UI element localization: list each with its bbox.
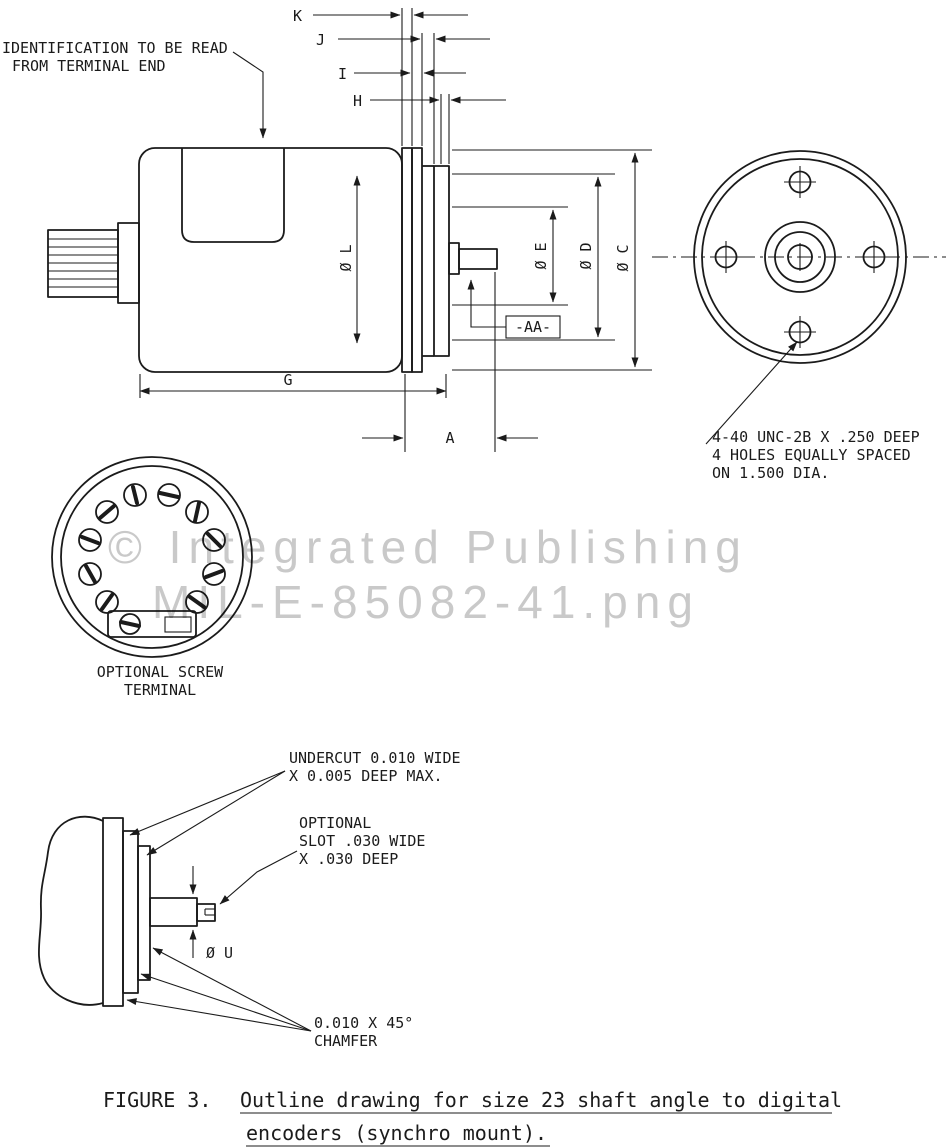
length-dimensions: G A bbox=[139, 272, 538, 452]
watermark-line2: MIL-E-85082-41.png bbox=[152, 576, 700, 628]
note-slot-line2: SLOT .030 WIDE bbox=[299, 832, 425, 850]
connector-view: OPTIONAL SCREW TERMINAL bbox=[51, 456, 253, 699]
front-view: 4-40 UNC-2B X .250 DEEP 4 HOLES EQUALLY … bbox=[652, 150, 946, 482]
datum-aa-label: -AA- bbox=[515, 318, 551, 336]
nameplate-area bbox=[181, 148, 285, 243]
caption-title-line1: Outline drawing for size 23 shaft angle … bbox=[240, 1088, 842, 1112]
note-undercut-line1: UNDERCUT 0.010 WIDE bbox=[289, 749, 461, 767]
note-undercut-line2: X 0.005 DEEP MAX. bbox=[289, 767, 443, 785]
shaft-detail-view: UNDERCUT 0.010 WIDE X 0.005 DEEP MAX. OP… bbox=[38, 749, 461, 1050]
dim-label-dia-c: Ø C bbox=[614, 244, 632, 271]
side-view bbox=[47, 147, 652, 373]
detail-shaft bbox=[149, 897, 216, 927]
encoder-body bbox=[138, 147, 403, 373]
front-shaft bbox=[448, 242, 498, 275]
label-screw-terminal-line1: OPTIONAL SCREW bbox=[97, 663, 224, 681]
dim-label-dia-e: Ø E bbox=[532, 242, 550, 269]
slot-note: OPTIONAL SLOT .030 WIDE X .030 DEEP bbox=[219, 814, 425, 905]
note-chamfer-line1: 0.010 X 45° bbox=[314, 1014, 413, 1032]
mounting-holes bbox=[710, 166, 890, 348]
note-holes-line3: ON 1.500 DIA. bbox=[712, 464, 829, 482]
undercut-note: UNDERCUT 0.010 WIDE X 0.005 DEEP MAX. bbox=[129, 749, 461, 856]
diameter-dimensions: Ø L Ø E Ø D Ø C -AA- bbox=[337, 152, 639, 368]
dim-label-h: H bbox=[353, 92, 362, 110]
note-slot-line1: OPTIONAL bbox=[299, 814, 371, 832]
datum-aa-box bbox=[505, 315, 561, 339]
dim-label-g: G bbox=[283, 371, 292, 389]
rear-shaft bbox=[47, 222, 140, 304]
note-chamfer-line2: CHAMFER bbox=[314, 1032, 378, 1050]
dim-label-dia-d: Ø D bbox=[577, 242, 595, 269]
shaft-diameter-dimension: Ø U bbox=[189, 866, 233, 962]
diameter-extension-lines bbox=[452, 149, 652, 371]
watermark: © Integrated Publishing MIL-E-85082-41.p… bbox=[108, 521, 748, 628]
detail-flange-plates bbox=[102, 817, 151, 1007]
identification-note: IDENTIFICATION TO BE READ FROM TERMINAL … bbox=[2, 39, 267, 139]
mounting-flange bbox=[401, 147, 450, 373]
dim-label-k: K bbox=[293, 7, 302, 25]
top-dimension-chain: K J I H bbox=[293, 7, 506, 164]
caption-figure-label: FIGURE 3. bbox=[103, 1088, 211, 1112]
note-holes-line1: 4-40 UNC-2B X .250 DEEP bbox=[712, 428, 920, 446]
body-break-outline bbox=[38, 815, 104, 1006]
watermark-line1: © Integrated Publishing bbox=[108, 521, 748, 573]
note-holes-line2: 4 HOLES EQUALLY SPACED bbox=[712, 446, 911, 464]
note-slot-line3: X .030 DEEP bbox=[299, 850, 398, 868]
connector-key-slot bbox=[107, 610, 197, 638]
dim-label-dia-u: Ø U bbox=[206, 944, 233, 962]
identification-leader bbox=[232, 51, 267, 139]
label-screw-terminal-line2: TERMINAL bbox=[124, 681, 196, 699]
figure-caption: FIGURE 3. Outline drawing for size 23 sh… bbox=[103, 1088, 842, 1147]
dim-label-dia-l: Ø L bbox=[337, 244, 355, 271]
dim-label-a: A bbox=[445, 429, 454, 447]
caption-title-line2: encoders (synchro mount). bbox=[246, 1121, 547, 1145]
datum-aa-leader bbox=[467, 279, 506, 328]
mounting-holes-note: 4-40 UNC-2B X .250 DEEP 4 HOLES EQUALLY … bbox=[705, 341, 920, 482]
dim-label-i: I bbox=[338, 65, 347, 83]
note-identification-line1: IDENTIFICATION TO BE READ bbox=[2, 39, 228, 57]
note-identification-line2: FROM TERMINAL END bbox=[12, 57, 166, 75]
dim-label-j: J bbox=[316, 31, 325, 49]
chamfer-note: 0.010 X 45° CHAMFER bbox=[126, 947, 413, 1050]
screw-terminals bbox=[78, 483, 226, 614]
